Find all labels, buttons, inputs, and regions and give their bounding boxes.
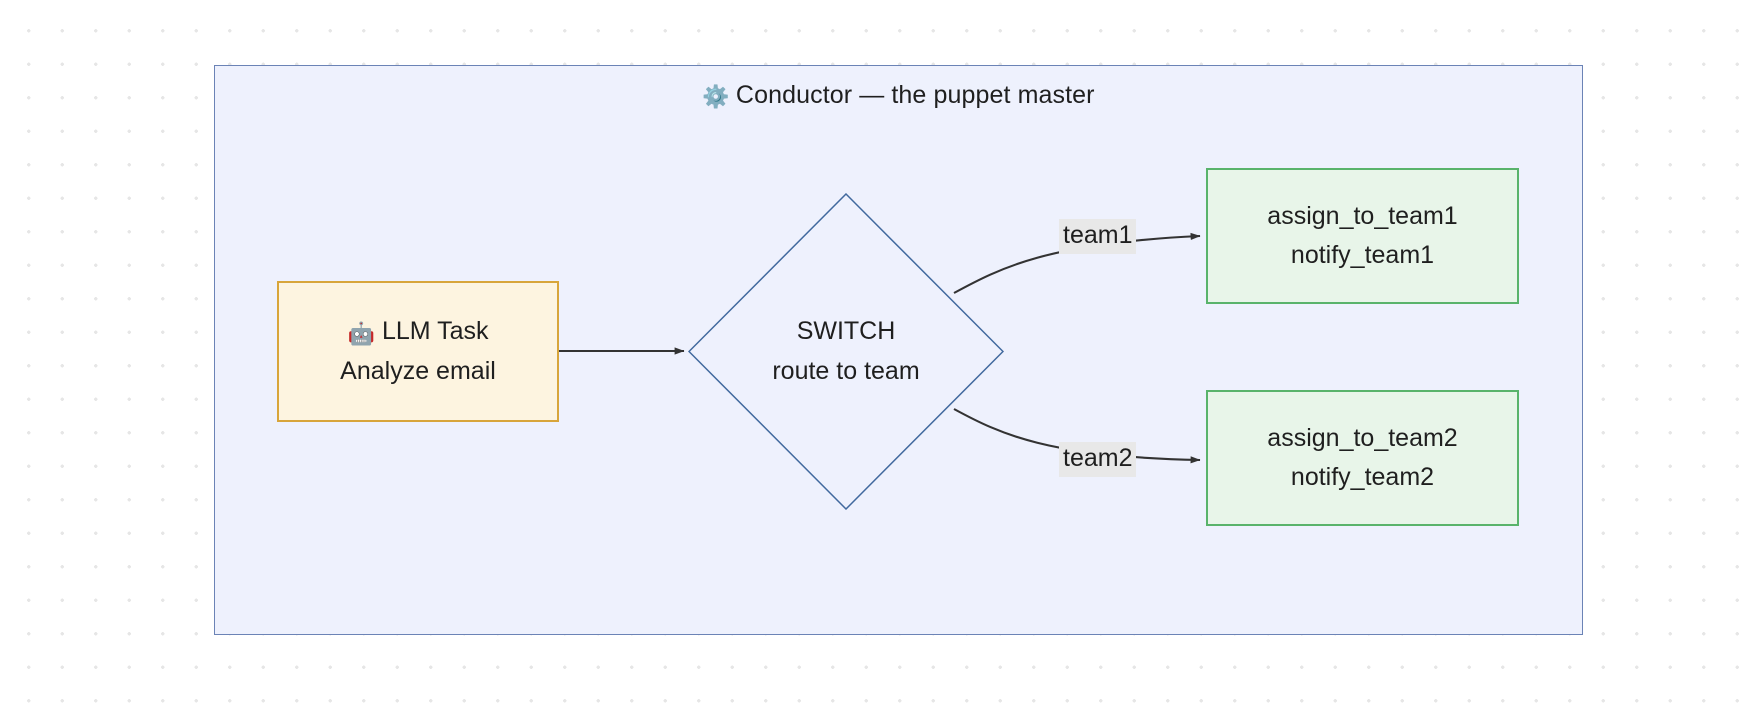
node-team1-line1: assign_to_team1 (1267, 201, 1458, 230)
diamond-shape (688, 193, 1004, 510)
edge-label-team2: team2 (1059, 442, 1137, 477)
node-team1-line2: notify_team1 (1290, 241, 1435, 269)
node-team1[interactable]: assign_to_team1 notify_team1 (1206, 168, 1519, 304)
node-llm-task-line2: Analyze email (340, 356, 496, 385)
edge-label-team1: team1 (1059, 219, 1137, 254)
node-llm-task-line1: 🤖LLM Task (347, 316, 489, 346)
subgraph-title-text: Conductor — the puppet master (735, 81, 1095, 109)
gear-icon: ⚙️ (702, 84, 730, 109)
robot-icon: 🤖 (347, 320, 375, 346)
node-switch[interactable]: SWITCH route to team (688, 193, 1004, 510)
node-team2-line1: assign_to_team2 (1267, 423, 1458, 452)
node-llm-task[interactable]: 🤖LLM Task Analyze email (277, 281, 559, 422)
subgraph-title: ⚙️Conductor — the puppet master (215, 81, 1582, 110)
node-team2-line2: notify_team2 (1290, 463, 1435, 491)
node-switch-line2: route to team (772, 356, 920, 385)
node-team2[interactable]: assign_to_team2 notify_team2 (1206, 390, 1519, 526)
node-switch-line1: SWITCH (796, 317, 896, 345)
